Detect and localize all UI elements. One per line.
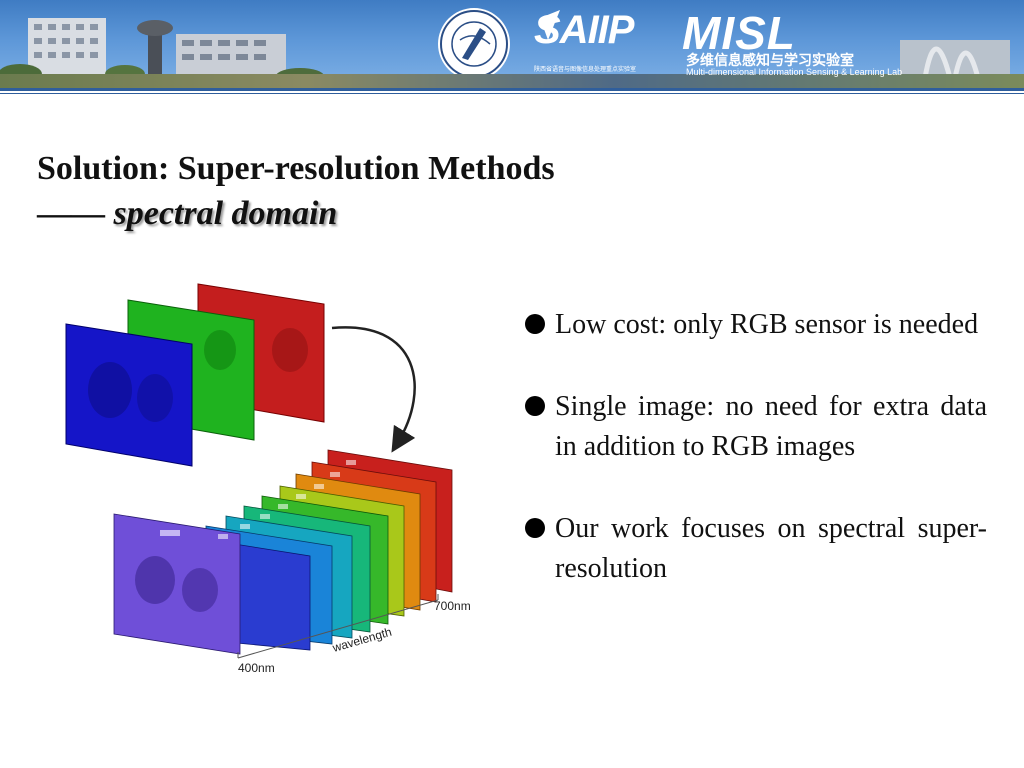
- subtitle-text: spectral domain: [113, 195, 338, 232]
- bullet-item: Low cost: only RGB sensor is needed: [525, 305, 987, 345]
- saiip-logo-subtitle: 陕西省语音与图像信息处理重点实验室: [534, 67, 637, 73]
- bullet-text: Low cost: only RGB sensor is needed: [555, 309, 979, 340]
- wavelength-axis: [237, 594, 439, 659]
- bullet-dot-icon: [525, 518, 545, 538]
- transform-arrow: [331, 326, 416, 453]
- misl-logo: MISL: [682, 7, 796, 59]
- bullet-item: Single image: no need for extra data in …: [525, 387, 987, 467]
- saiip-logo: SAIIP: [534, 8, 634, 52]
- misl-logo-english-name: Multi-dimensional Information Sensing & …: [686, 67, 903, 77]
- header-rule: [0, 88, 1024, 91]
- axis-end-label: 700nm: [434, 599, 471, 613]
- bullet-list: Low cost: only RGB sensor is needed Sing…: [525, 305, 987, 631]
- axis-start-label: 400nm: [238, 661, 275, 675]
- bullet-text: Our work focuses on spectral super-resol…: [555, 513, 987, 584]
- misl-logo-chinese-name: 多维信息感知与学习实验室: [686, 52, 854, 68]
- spectral-figure: 400nm 700nm wavelength: [60, 280, 490, 680]
- banner-ground: [0, 74, 1024, 88]
- subtitle-dash: ——: [37, 195, 105, 232]
- slide-subtitle: —— spectral domain: [37, 195, 337, 233]
- bullet-dot-icon: [525, 314, 545, 334]
- bullet-item: Our work focuses on spectral super-resol…: [525, 509, 987, 589]
- slide-title: Solution: Super-resolution Methods: [37, 150, 555, 187]
- bullet-text: Single image: no need for extra data in …: [555, 391, 987, 462]
- bullet-dot-icon: [525, 396, 545, 416]
- hyperspectral-output-stack: [113, 449, 453, 655]
- spectral-illustration: 400nm 700nm wavelength: [65, 283, 471, 675]
- rgb-input-stack: [65, 283, 325, 467]
- header-banner: SAIIP 陕西省语音与图像信息处理重点实验室 MISL 多维信息感知与学习实验…: [0, 0, 1024, 88]
- banner-scenery: [0, 8, 1010, 84]
- header-rule-thin: [0, 93, 1024, 94]
